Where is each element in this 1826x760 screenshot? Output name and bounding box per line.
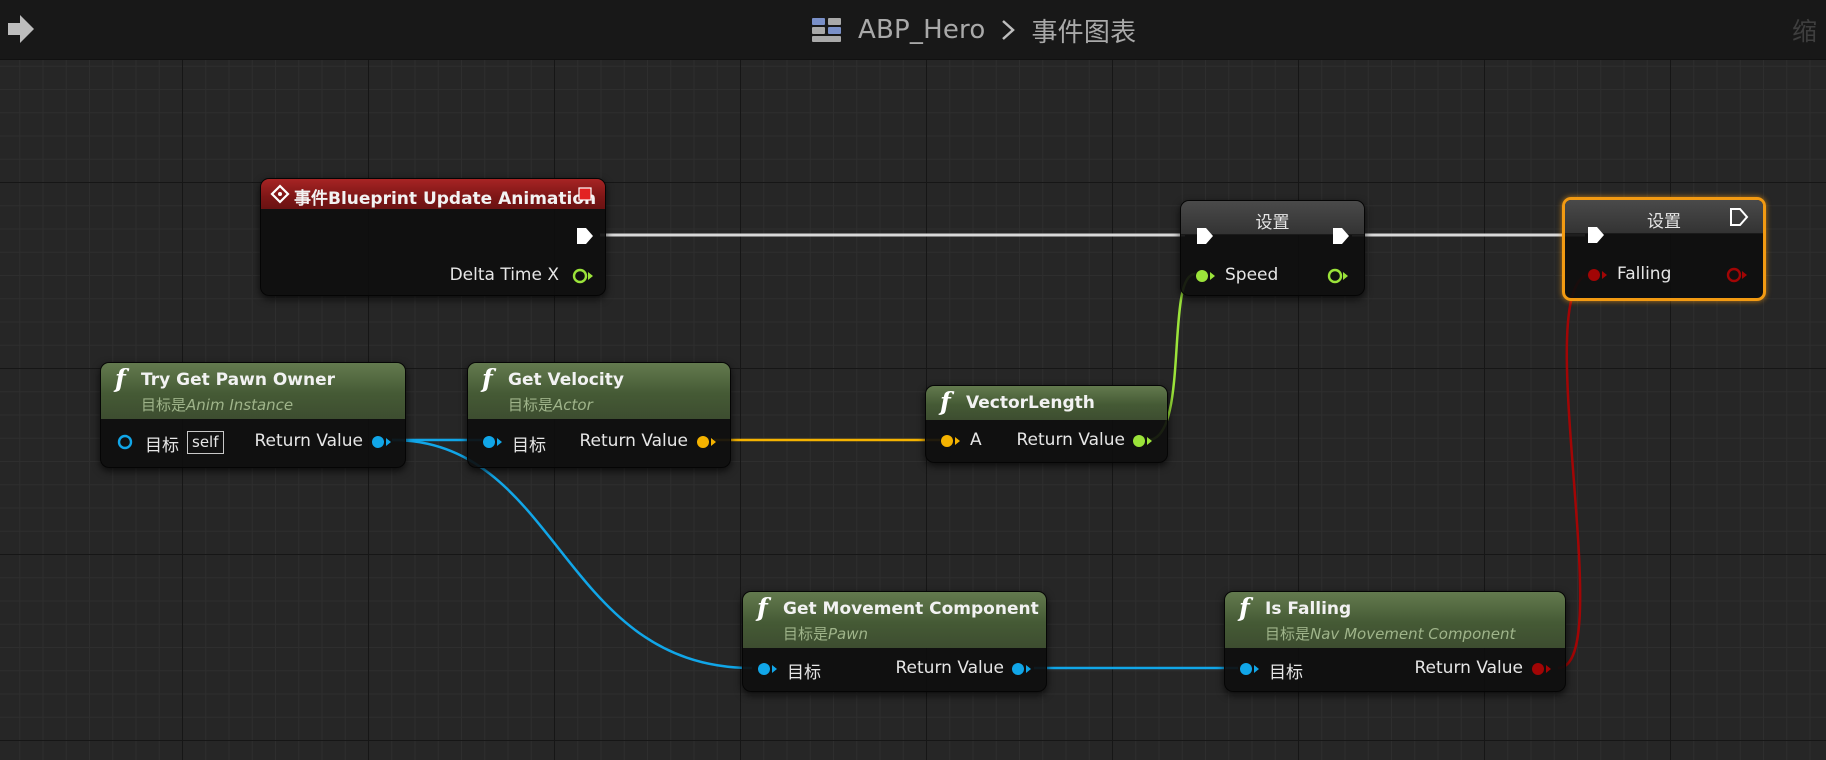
node-is-falling[interactable]: f Is Falling 目标是Nav Movement Component 目… <box>1224 591 1566 692</box>
stop-delegate-icon[interactable] <box>577 186 593 202</box>
node-header: f Try Get Pawn Owner 目标是Anim Instance <box>101 363 405 419</box>
node-set-falling[interactable]: 设置 Falling <box>1562 197 1766 301</box>
delta-time-label: Delta Time X <box>449 265 559 285</box>
node-title: VectorLength <box>966 393 1095 413</box>
node-title: 设置 <box>1255 213 1290 233</box>
node-set-speed[interactable]: 设置 Speed <box>1180 200 1365 296</box>
event-diamond-icon <box>270 184 290 204</box>
node-title: 设置 <box>1647 212 1681 232</box>
falling-out-pin[interactable] <box>1725 264 1749 286</box>
node-subtitle: 目标是Actor <box>508 396 593 414</box>
speed-out-pin[interactable] <box>1326 265 1350 287</box>
node-get-velocity[interactable]: f Get Velocity 目标是Actor 目标 Return Value <box>467 362 731 468</box>
return-value-pin[interactable] <box>1130 430 1154 452</box>
return-value-pin[interactable] <box>369 431 393 453</box>
node-title: 事件Blueprint Update Animation <box>294 189 597 209</box>
target-pin[interactable] <box>115 431 139 453</box>
node-header: 事件Blueprint Update Animation <box>261 179 605 209</box>
function-icon: f <box>940 387 951 416</box>
exec-in-pin[interactable] <box>1195 226 1215 246</box>
blueprint-icon <box>812 18 841 42</box>
breadcrumb-graph[interactable]: 事件图表 <box>1031 17 1137 48</box>
back-arrow-icon[interactable] <box>6 12 36 46</box>
delta-time-pin[interactable] <box>571 265 595 287</box>
node-try-get-pawn-owner[interactable]: f Try Get Pawn Owner 目标是Anim Instance 目标… <box>100 362 406 468</box>
node-header: f Is Falling 目标是Nav Movement Component <box>1225 592 1565 648</box>
node-header: f VectorLength <box>926 386 1167 420</box>
wire-pawn-to-get-movement <box>391 438 753 670</box>
node-title: Is Falling <box>1265 599 1352 619</box>
node-get-movement-component[interactable]: f Get Movement Component 目标是Pawn 目标 Retu… <box>742 591 1047 692</box>
return-value-label: Return Value <box>895 658 1005 678</box>
node-subtitle: 目标是Pawn <box>783 625 869 643</box>
exec-in-pin[interactable] <box>1586 225 1606 245</box>
target-label: 目标 <box>512 436 546 456</box>
function-icon: f <box>757 593 768 622</box>
zoom-label: 缩 <box>1792 17 1818 46</box>
return-value-label: Return Value <box>1414 658 1524 678</box>
chevron-right-icon <box>1002 20 1016 40</box>
node-subtitle: 目标是Nav Movement Component <box>1265 625 1516 643</box>
speed-in-pin[interactable] <box>1193 265 1217 287</box>
a-in-pin[interactable] <box>938 430 962 452</box>
return-value-pin[interactable] <box>1009 658 1033 680</box>
node-title: Get Velocity <box>508 370 624 390</box>
node-vector-length[interactable]: f VectorLength A Return Value <box>925 385 1168 463</box>
falling-in-pin[interactable] <box>1585 264 1609 286</box>
node-title: Try Get Pawn Owner <box>141 370 336 390</box>
return-value-label: Return Value <box>1016 430 1126 450</box>
node-title: Get Movement Component <box>783 599 1039 619</box>
function-icon: f <box>1239 593 1250 622</box>
exec-out-pin[interactable] <box>1729 207 1749 227</box>
target-label: 目标 <box>145 436 179 456</box>
node-header: f Get Velocity 目标是Actor <box>468 363 730 419</box>
target-pin[interactable] <box>755 658 779 680</box>
target-pin[interactable] <box>480 431 504 453</box>
function-icon: f <box>482 364 493 393</box>
function-icon: f <box>115 364 126 393</box>
falling-label: Falling <box>1617 264 1672 284</box>
exec-out-pin[interactable] <box>1331 226 1351 246</box>
a-label: A <box>970 430 982 450</box>
target-label: 目标 <box>1269 663 1303 683</box>
self-value-box[interactable]: self <box>187 431 224 454</box>
speed-label: Speed <box>1225 265 1279 285</box>
node-subtitle: 目标是Anim Instance <box>141 396 294 414</box>
target-label: 目标 <box>787 663 821 683</box>
return-value-label: Return Value <box>254 431 364 451</box>
return-value-pin[interactable] <box>694 431 718 453</box>
return-value-pin[interactable] <box>1529 658 1553 680</box>
node-header: f Get Movement Component 目标是Pawn <box>743 592 1046 648</box>
return-value-label: Return Value <box>579 431 689 451</box>
node-event-update-animation[interactable]: 事件Blueprint Update Animation Delta Time … <box>260 178 606 296</box>
graph-title-bar: ABP_Hero 事件图表 缩 <box>0 0 1826 60</box>
breadcrumb-blueprint[interactable]: ABP_Hero <box>858 15 986 45</box>
exec-out-pin[interactable] <box>575 226 595 246</box>
breadcrumb: ABP_Hero 事件图表 <box>810 10 1136 50</box>
target-pin[interactable] <box>1237 658 1261 680</box>
